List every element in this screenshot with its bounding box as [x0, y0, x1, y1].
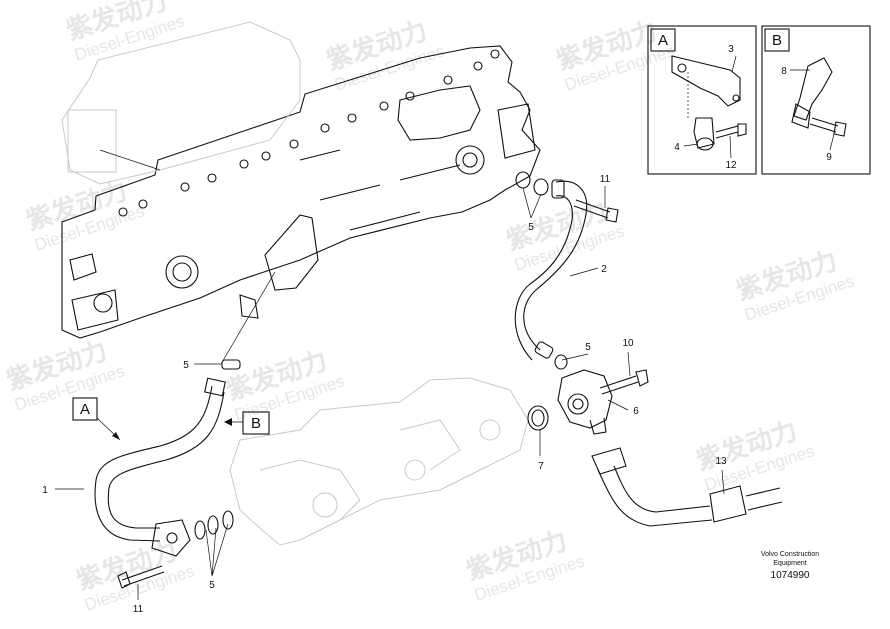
callout-7: 7	[538, 461, 544, 472]
callout-5-upper-left: 5	[183, 360, 189, 371]
box-b-reference: B	[224, 411, 270, 435]
oil-sump-drawing	[229, 377, 529, 546]
callout-13: 13	[715, 456, 727, 467]
bolt-10-drawing	[599, 369, 649, 395]
callout-5-top: 5	[528, 222, 534, 233]
leader-lines	[55, 55, 835, 600]
callout-12: 12	[725, 160, 737, 171]
pipe-13-drawing	[591, 447, 783, 527]
detail-box-b-label: B	[772, 32, 782, 49]
box-a-label: A	[80, 401, 90, 418]
manufacturer-line-1: Volvo Construction	[761, 551, 819, 558]
fitting-6-drawing	[557, 369, 613, 435]
drawing-number: 1074990	[771, 570, 810, 581]
o-ring-group-top	[515, 171, 549, 196]
detail-box-b: B	[761, 25, 871, 175]
callout-6: 6	[633, 406, 639, 417]
o-ring-7-drawing	[527, 405, 549, 431]
bolt-11-lower-drawing	[117, 565, 165, 589]
bolt-11-upper-drawing	[573, 199, 619, 223]
callout-2: 2	[601, 264, 607, 275]
callout-8: 8	[781, 66, 787, 77]
o-ring-group-left	[194, 359, 241, 540]
detail-box-a: A	[647, 25, 757, 175]
pipe-1-drawing	[94, 377, 226, 557]
callout-3: 3	[728, 44, 734, 55]
credit-block: Volvo Construction Equipment 1074990	[761, 551, 819, 581]
callout-labels: 1 2 3 4 5 5 5 5 6 7 8 9 10 11 11 12 13	[42, 44, 832, 615]
box-b-label: B	[251, 415, 261, 432]
callout-11-lower: 11	[133, 604, 144, 615]
manufacturer-line-2: Equipment	[773, 560, 807, 567]
callout-9: 9	[826, 152, 832, 163]
callout-11-upper: 11	[600, 174, 611, 185]
callout-5-lower-left: 5	[209, 580, 215, 591]
callout-5-right: 5	[585, 342, 591, 353]
o-ring-mid-right	[554, 354, 568, 370]
pipe-2-drawing	[514, 179, 588, 361]
callout-1: 1	[42, 485, 48, 496]
box-a-reference: A	[72, 397, 121, 441]
cylinder-head-drawing	[61, 21, 541, 339]
callout-4: 4	[674, 142, 680, 153]
callout-10: 10	[622, 338, 634, 349]
detail-box-a-label: A	[658, 32, 668, 49]
